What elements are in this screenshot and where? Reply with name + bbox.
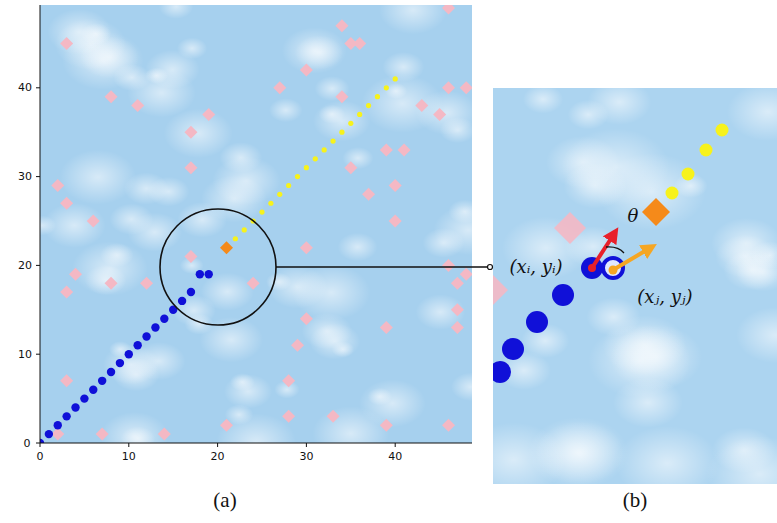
angle-label: θ bbox=[628, 207, 639, 225]
zoom-callout bbox=[160, 209, 493, 325]
x-tick-label: 10 bbox=[122, 451, 136, 462]
y-tick-label: 40 bbox=[18, 82, 32, 93]
point-label: (xⱼ, yⱼ) bbox=[637, 288, 692, 306]
y-tick-label: 30 bbox=[18, 171, 32, 182]
zoom-panel bbox=[493, 88, 777, 484]
axes bbox=[36, 5, 472, 447]
y-tick-label: 0 bbox=[24, 438, 31, 449]
x-tick-label: 40 bbox=[388, 451, 402, 462]
panel-label: (b) bbox=[623, 490, 648, 511]
y-tick-label: 10 bbox=[18, 349, 32, 360]
x-tick-label: 30 bbox=[299, 451, 313, 462]
panel-label: (a) bbox=[213, 490, 236, 511]
x-tick-label: 0 bbox=[37, 451, 44, 462]
map-panel bbox=[40, 5, 472, 443]
x-tick-label: 20 bbox=[211, 451, 225, 462]
y-tick-label: 20 bbox=[18, 260, 32, 271]
point-label: (xᵢ, yᵢ) bbox=[509, 258, 562, 276]
